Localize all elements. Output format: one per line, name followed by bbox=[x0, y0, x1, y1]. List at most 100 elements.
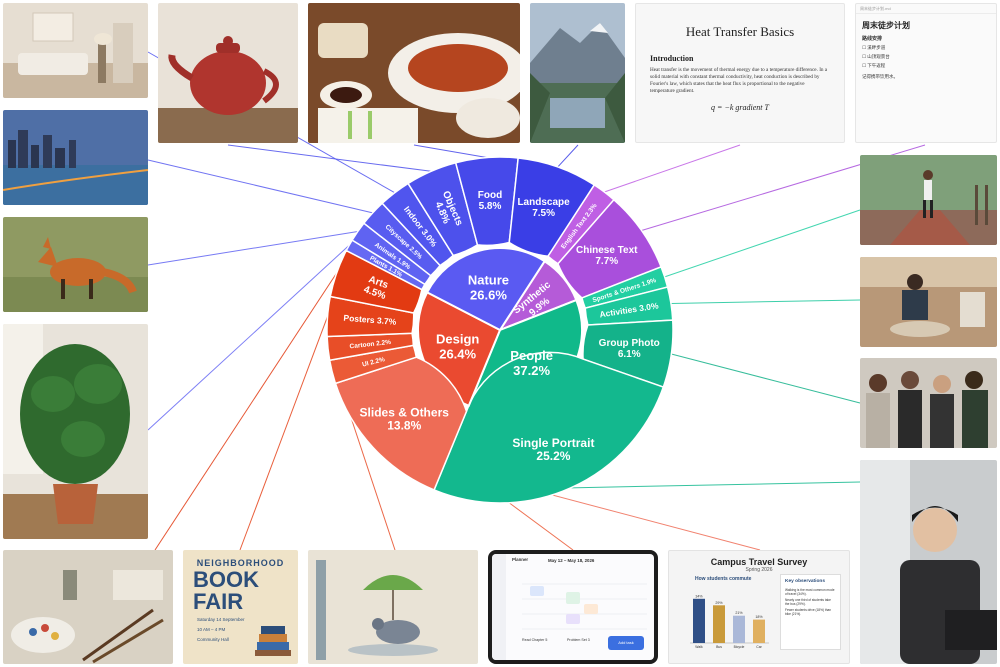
leader-line bbox=[557, 144, 579, 168]
inner-label-name: People bbox=[510, 348, 553, 363]
fair-book: BOOK bbox=[193, 567, 259, 592]
outer-label-value: 25.2% bbox=[536, 449, 570, 463]
thumb-landscape bbox=[530, 3, 625, 143]
thumb-document-heat-transfer: Heat Transfer Basics Introduction Heat t… bbox=[635, 3, 845, 143]
obs-item: Fewer students drive (18%) than bike (21… bbox=[785, 608, 832, 616]
fair-neighborhood: NEIGHBORHOOD bbox=[196, 558, 285, 568]
leader-line bbox=[147, 244, 350, 431]
planner-screen: Planner May 12 – May 18, 2026 Read Chapt… bbox=[492, 554, 654, 660]
thumb-portrait bbox=[860, 460, 997, 664]
fair-place: Community Hall bbox=[197, 637, 229, 642]
doc-title: Heat Transfer Basics bbox=[685, 24, 795, 39]
leader-line bbox=[227, 144, 432, 172]
thumb-group-photo bbox=[860, 358, 997, 448]
leader-line bbox=[147, 159, 373, 214]
survey-bar bbox=[733, 615, 745, 643]
planner-task: Read Chapter 5 bbox=[522, 638, 548, 642]
leader-line bbox=[664, 209, 861, 278]
survey-bar bbox=[713, 605, 725, 643]
planner-title: Planner bbox=[512, 557, 529, 562]
survey-bar-label: Walk bbox=[695, 645, 703, 649]
leader-line bbox=[670, 299, 861, 304]
survey-bar-value: 21% bbox=[735, 611, 743, 615]
outer-label-name: Slides & Others bbox=[360, 406, 450, 420]
outer-label-name: Single Portrait bbox=[512, 436, 594, 450]
thumb-teapot bbox=[158, 3, 298, 143]
leader-line bbox=[671, 353, 861, 404]
leader-line bbox=[239, 316, 329, 551]
note-subtitle: 路线安排 bbox=[862, 36, 883, 42]
outer-label-value: 7.5% bbox=[532, 208, 555, 219]
add-task-button[interactable]: Add task bbox=[608, 636, 644, 650]
survey-bar-value: 29% bbox=[715, 601, 723, 605]
survey-bar bbox=[693, 598, 705, 643]
outer-label-name: Landscape bbox=[517, 197, 570, 208]
outer-segment-landscape bbox=[508, 157, 596, 257]
inner-label-value: 26.6% bbox=[470, 287, 507, 302]
survey-bar-chart: 34% Walk 29% Bus 21% Bicycle 18% Car bbox=[690, 594, 769, 649]
sunburst-rings bbox=[326, 156, 674, 504]
thumb-art-supplies bbox=[3, 550, 173, 664]
outer-label-name: Food bbox=[478, 190, 502, 201]
planner-task: Problem Set 3 bbox=[567, 638, 590, 642]
outer-label-value: 6.1% bbox=[618, 349, 641, 360]
outer-label: Cartoon 2.2% bbox=[349, 339, 391, 350]
outer-label-name: Chinese Text bbox=[576, 245, 638, 256]
survey-title: Campus Travel Survey bbox=[710, 557, 808, 567]
doc-section: Introduction bbox=[650, 54, 694, 63]
thumb-roast-duck bbox=[308, 3, 520, 143]
thumb-fox bbox=[3, 217, 148, 312]
leader-line bbox=[413, 144, 487, 159]
survey-bar-value: 34% bbox=[695, 594, 703, 598]
thumb-campus-survey-slide: Campus Travel Survey Spring 2026 How stu… bbox=[668, 550, 850, 664]
survey-bar-label: Car bbox=[756, 645, 762, 649]
leader-line bbox=[154, 272, 338, 551]
leader-line bbox=[604, 144, 741, 193]
survey-bar-value: 18% bbox=[755, 615, 763, 619]
note-item: 山顶观景台 bbox=[862, 54, 996, 60]
thumb-runner bbox=[860, 155, 997, 245]
thumb-plant bbox=[3, 324, 148, 539]
outer-label-name: Group Photo bbox=[599, 338, 660, 349]
survey-observations: Key observations Walking is the most com… bbox=[780, 574, 841, 650]
inner-label-value: 26.4% bbox=[439, 347, 476, 362]
survey-chart-title: How students commute bbox=[695, 576, 752, 582]
note-footer: 记得携带饮用水。 bbox=[862, 74, 898, 79]
survey-bar-label: Bus bbox=[716, 645, 722, 649]
note-item: 下午返程 bbox=[862, 63, 996, 69]
note-item: 溪畔步道 bbox=[862, 45, 996, 51]
fair-time: 10 AM – 4 PM bbox=[197, 627, 226, 632]
outer-label-value: 7.7% bbox=[595, 256, 618, 267]
doc-equation: q = −k gradient T bbox=[711, 103, 769, 112]
outer-label-name: Cartoon 2.2% bbox=[349, 339, 391, 350]
thumb-cityscape bbox=[3, 110, 148, 205]
fair-date: Saturday 14 September bbox=[197, 617, 245, 622]
survey-subtitle: Spring 2026 bbox=[745, 567, 773, 573]
obs-item: Walking is the most common mode of trave… bbox=[785, 588, 835, 596]
outer-label-name: Posters 3.7% bbox=[343, 313, 397, 327]
obs-title: Key observations bbox=[785, 579, 825, 584]
note-title: 周末徒步计划 bbox=[862, 21, 910, 30]
inner-label-name: Nature bbox=[468, 272, 509, 287]
inner-label-value: 37.2% bbox=[513, 363, 550, 378]
doc-body: Heat transfer is the movement of thermal… bbox=[650, 67, 828, 94]
inner-label-name: Design bbox=[436, 332, 479, 347]
survey-bar-label: Bicycle bbox=[734, 645, 745, 649]
thumb-planner-app: Planner May 12 – May 18, 2026 Read Chapt… bbox=[488, 550, 658, 664]
fair-fair: FAIR bbox=[193, 589, 244, 614]
thumb-pigeon-illustration bbox=[308, 550, 478, 664]
planner-nav bbox=[492, 554, 506, 660]
inner-segment-nature bbox=[425, 247, 547, 332]
thumb-notes-hiking-plan: 周末徒步计划.md 周末徒步计划 路线安排 溪畔步道 山顶观景台 下午返程 记得… bbox=[855, 3, 997, 143]
